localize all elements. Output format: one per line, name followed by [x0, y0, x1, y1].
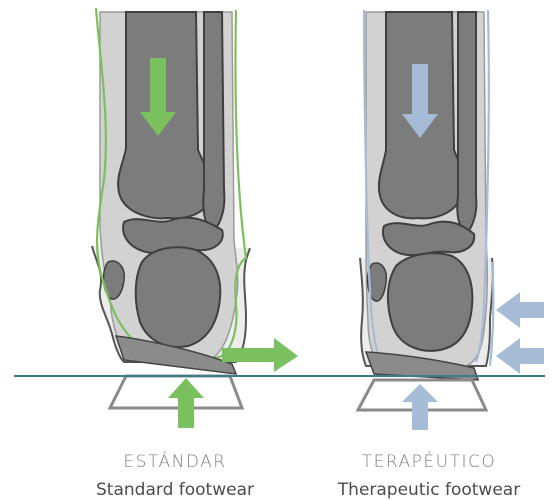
caption-therapeutic: TERAPÉUTICO Therapeutic footwear [309, 452, 549, 500]
caption-standard-en: Standard footwear [55, 480, 295, 500]
therapeutic-footwear-panel [358, 10, 544, 430]
lateral-support-arrow-lower-right [496, 338, 544, 374]
lateral-support-arrow-upper-right [496, 292, 544, 328]
caption-therapeutic-en: Therapeutic footwear [309, 480, 549, 500]
calcaneus-left [136, 247, 221, 347]
caption-therapeutic-es: TERAPÉUTICO [309, 452, 549, 472]
calcaneus-right [388, 253, 472, 351]
fibula-right [457, 12, 476, 234]
standard-footwear-panel [92, 8, 298, 428]
caption-standard: ESTÁNDAR Standard footwear [55, 452, 295, 500]
caption-standard-es: ESTÁNDAR [55, 452, 295, 472]
fibula-left [203, 12, 224, 232]
talus-right [383, 222, 474, 256]
